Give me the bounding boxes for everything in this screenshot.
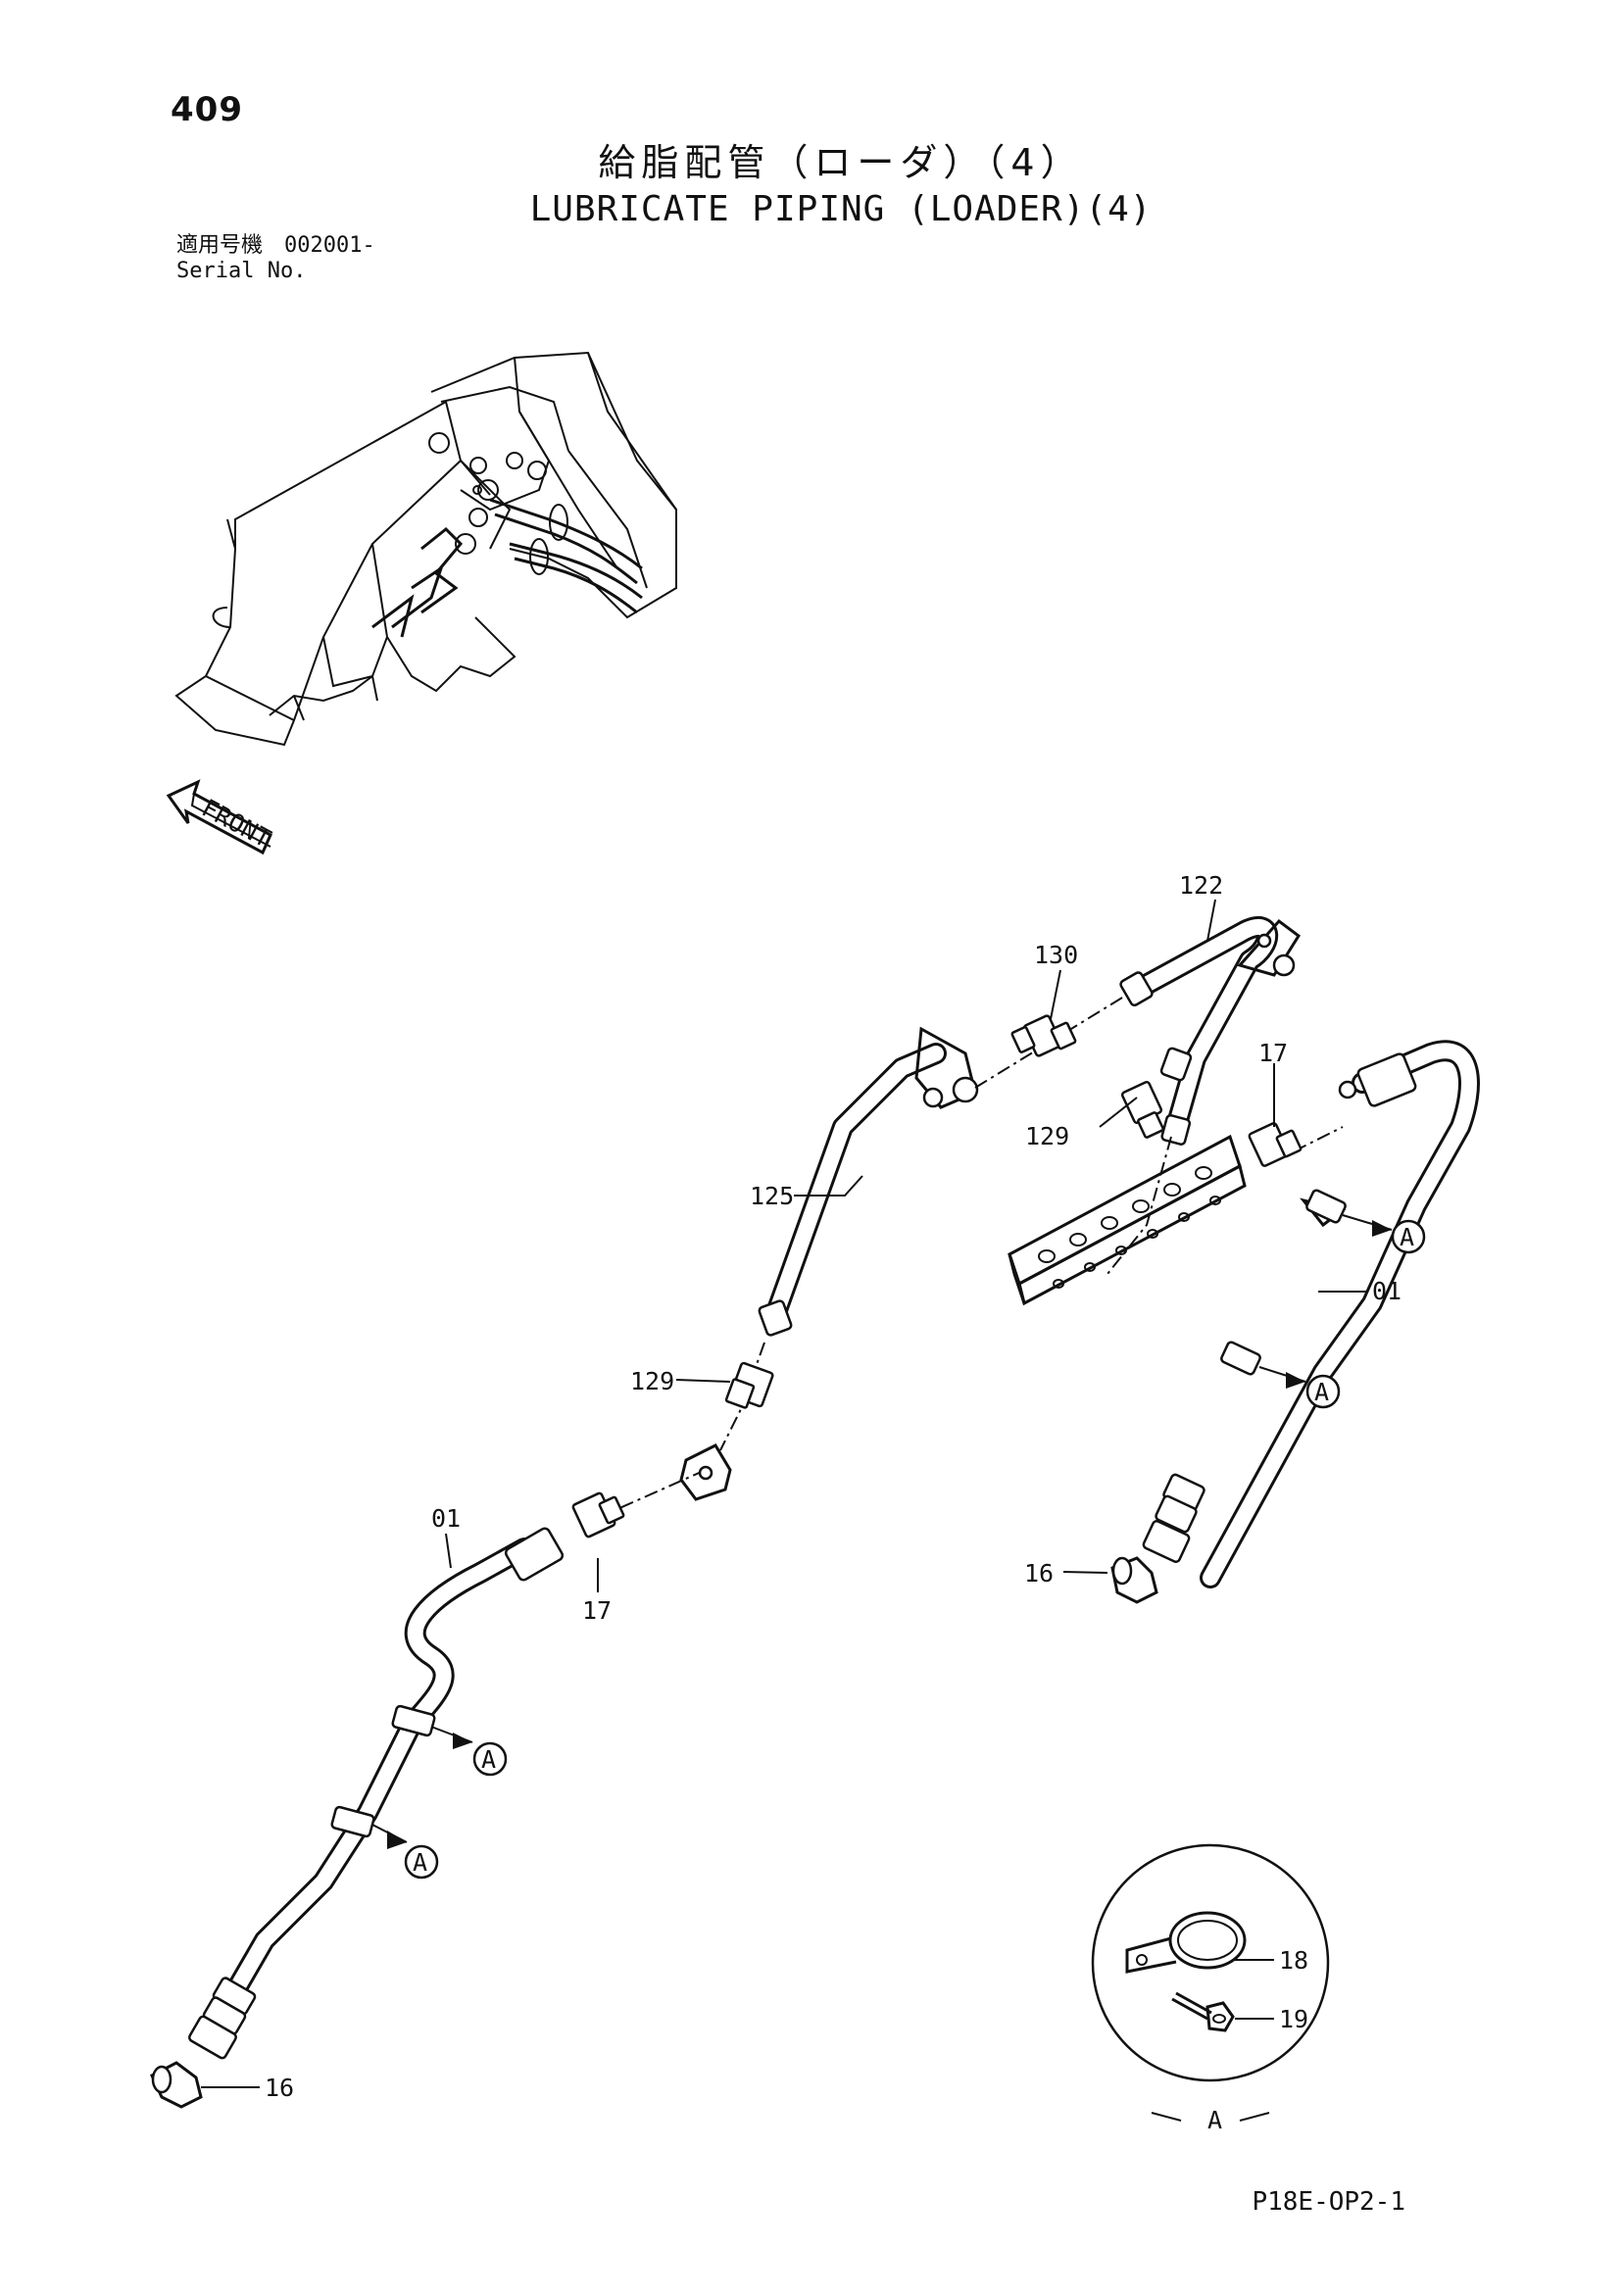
part-label-16-left: 16 bbox=[265, 2074, 294, 2102]
part-label-129-upper: 129 bbox=[1025, 1122, 1069, 1150]
part-label-17-upper: 17 bbox=[1258, 1039, 1288, 1067]
part-label-122: 122 bbox=[1179, 871, 1223, 900]
pipe-122 bbox=[1119, 916, 1302, 1146]
front-arrow-label: FRONT bbox=[197, 794, 275, 854]
tee-block bbox=[679, 1443, 732, 1501]
clamp-callout-a-2: A bbox=[1258, 1366, 1341, 1409]
serial-label-en: Serial No. bbox=[176, 259, 307, 283]
serial-value: 002001- bbox=[284, 233, 375, 258]
part-label-01-left: 01 bbox=[431, 1504, 461, 1533]
part-label-17-lower: 17 bbox=[582, 1596, 612, 1625]
fitting-130 bbox=[1010, 1014, 1077, 1057]
part-label-16-right: 16 bbox=[1024, 1559, 1054, 1588]
front-arrow-icon: FRONT bbox=[166, 779, 275, 855]
hose-01-right bbox=[1142, 1040, 1480, 1588]
hose-01-left bbox=[188, 1527, 565, 2060]
title-english: LUBRICATE PIPING (LOADER)(4) bbox=[529, 189, 1153, 229]
serial-info: 適用号機 002001- Serial No. bbox=[176, 233, 375, 284]
clamp-callout-a-4: A bbox=[371, 1824, 439, 1880]
part-label-19: 19 bbox=[1279, 2005, 1308, 2033]
fitting-17-upper bbox=[1248, 1122, 1303, 1167]
svg-text:A: A bbox=[1314, 1378, 1329, 1406]
fitting-129-upper bbox=[1120, 1080, 1164, 1139]
part-label-125: 125 bbox=[750, 1182, 794, 1210]
part-label-18: 18 bbox=[1279, 1946, 1308, 1975]
svg-text:A: A bbox=[481, 1745, 496, 1774]
elbow-16-left bbox=[150, 2061, 203, 2109]
loader-overview-sketch bbox=[174, 351, 677, 747]
svg-text:A: A bbox=[1400, 1223, 1414, 1251]
title-japanese: 給脂配管（ローダ）（4） bbox=[598, 141, 1084, 184]
part-label-01-right: 01 bbox=[1372, 1277, 1402, 1305]
part-label-130: 130 bbox=[1034, 941, 1078, 969]
bolt-19 bbox=[1171, 1991, 1235, 2032]
fitting-129-lower bbox=[724, 1361, 774, 1409]
elbow-16-right bbox=[1110, 1556, 1158, 1604]
detail-view-a bbox=[1091, 1843, 1330, 2082]
clamp-callout-a-1: A bbox=[1342, 1214, 1426, 1254]
grease-manifold-block bbox=[1008, 1134, 1247, 1306]
page-number: 409 bbox=[171, 90, 243, 129]
detail-view-label: A bbox=[1207, 2106, 1222, 2134]
part-labels: 122 130 17 129 125 01 129 16 01 17 16 18… bbox=[265, 871, 1402, 2134]
clamp-callout-a-3: A bbox=[430, 1726, 508, 1777]
svg-text:A: A bbox=[413, 1848, 427, 1877]
drawing-code: P18E-OP2-1 bbox=[1252, 2187, 1405, 2217]
part-label-129-lower: 129 bbox=[630, 1367, 674, 1395]
fitting-17-lower bbox=[571, 1491, 625, 1539]
serial-label-jp: 適用号機 bbox=[176, 233, 264, 258]
pipe-125 bbox=[758, 1026, 979, 1337]
leader-lines bbox=[201, 899, 1367, 2122]
clamp-18 bbox=[1125, 1911, 1247, 1974]
